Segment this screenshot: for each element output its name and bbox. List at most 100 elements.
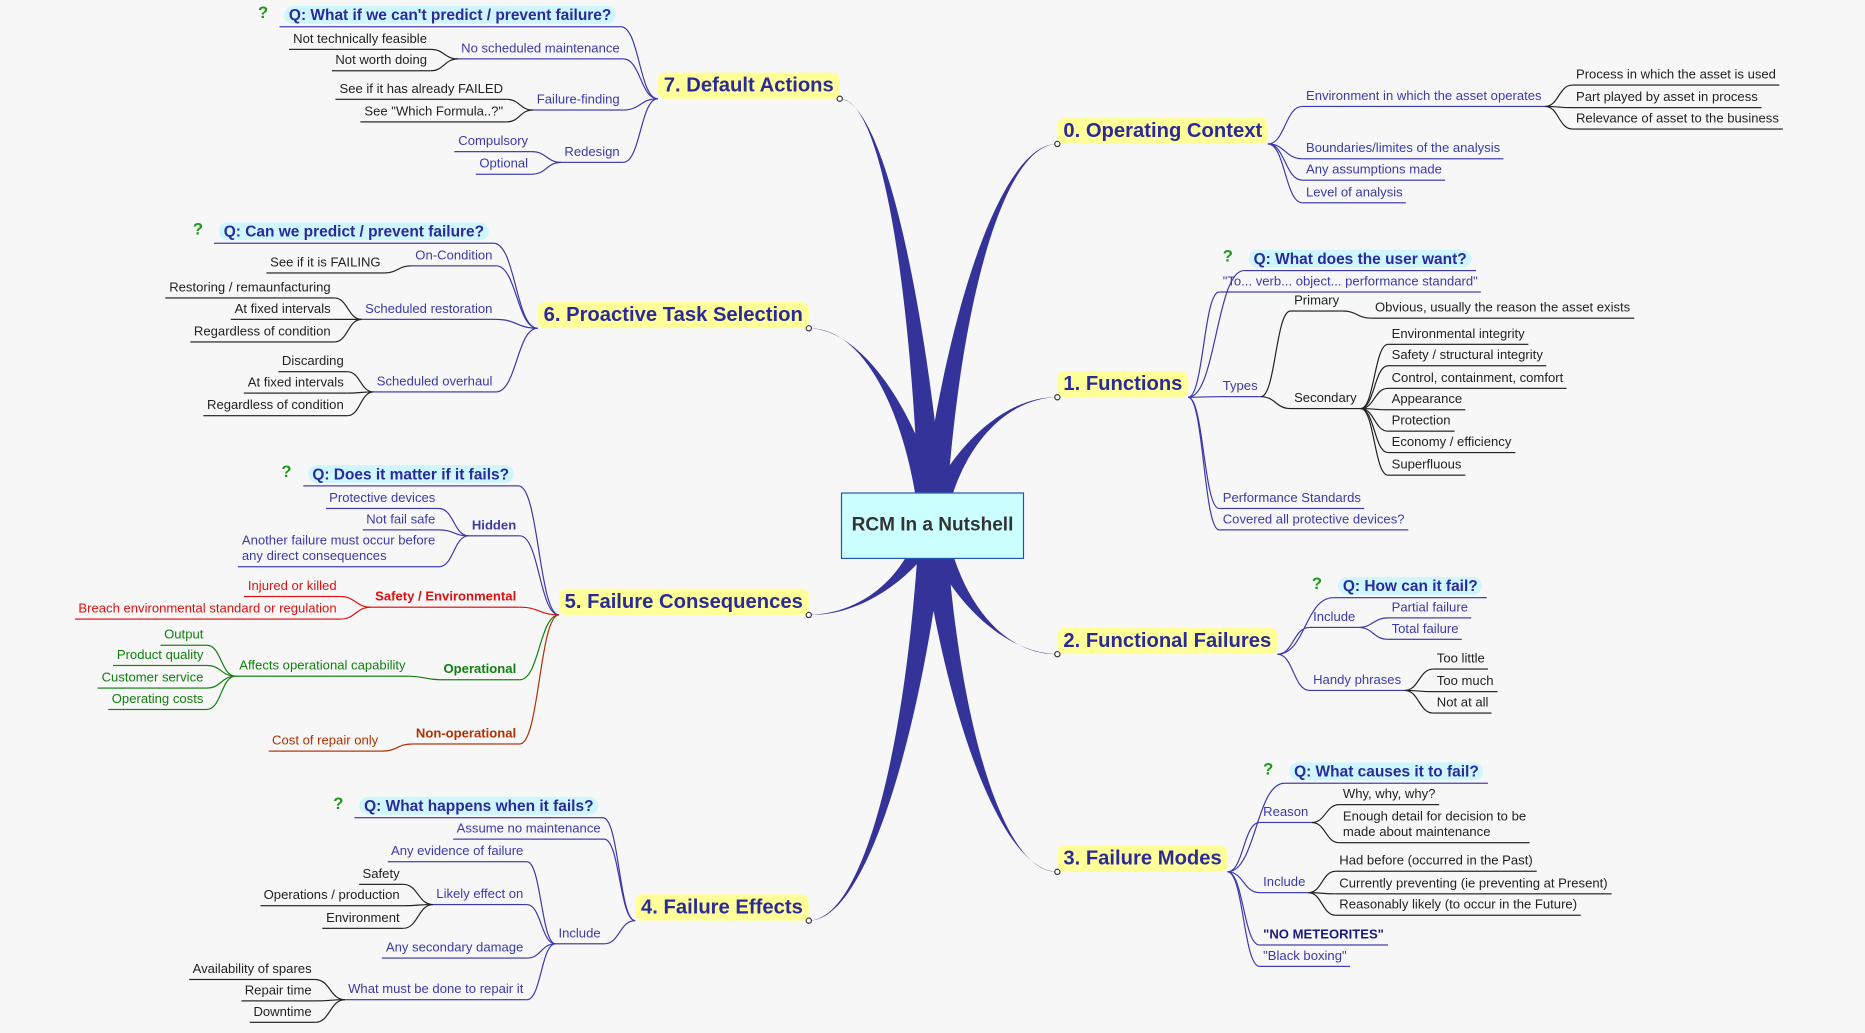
topic-fe-r3[interactable]: Downtime [249,1005,316,1023]
topic-fe-l1[interactable]: Safety [358,867,404,885]
question-pt-q[interactable]: ?Q: Can we predict / prevent failure? [193,219,494,244]
topic-oc-e2[interactable]: Part played by asset in process [1572,90,1762,109]
question-da-q[interactable]: ?Q: What if we can't predict / prevent f… [258,3,621,28]
topic-oc-env[interactable]: Environment in which the asset operates [1302,89,1546,108]
topic-fc-s[interactable]: Safety / Environmental [371,590,520,608]
question-fn-q[interactable]: ?Q: What does the user want? [1223,247,1477,272]
central-topic[interactable]: RCM In a Nutshell [840,492,1025,560]
topic-pt-r2[interactable]: At fixed intervals [231,302,335,320]
topic-fe-l2[interactable]: Operations / production [260,888,404,907]
topic-fm-w[interactable]: Why, why, why? [1339,787,1440,806]
topic-fc-n1[interactable]: Cost of repair only [268,734,382,752]
main-topic-pt[interactable]: 6. Proactive Task Selection [537,302,809,329]
topic-fm-r[interactable]: Reason [1259,805,1312,824]
main-topic-da[interactable]: 7. Default Actions [657,72,840,99]
topic-fm-1[interactable]: Had before (occurred in the Past) [1335,854,1537,872]
topic-fn-s0[interactable]: Environmental integrity [1388,327,1529,345]
topic-da-r1[interactable]: Compulsory [454,134,532,153]
topic-fc-s2[interactable]: Breach environmental standard or regulat… [74,602,341,620]
topic-pt-v3[interactable]: Regardless of condition [203,398,348,417]
topic-da-r2[interactable]: Optional [475,157,532,175]
connector-da_q [620,26,658,100]
topic-fc-n[interactable]: Non-operational [412,727,520,745]
topic-da-f1[interactable]: See if it has already FAILED [335,82,507,100]
topic-fn-s3[interactable]: Appearance [1388,393,1466,411]
topic-fn-s5[interactable]: Economy / efficiency [1388,435,1515,454]
topic-da-n2[interactable]: Not worth doing [331,54,431,72]
topic-fc-a[interactable]: Affects operational capability [235,659,410,677]
topic-fn-c[interactable]: Covered all protective devices? [1219,513,1409,531]
topic-fc-h[interactable]: Hidden [468,519,520,537]
topic-fe-i[interactable]: Include [554,927,605,945]
question-ff-q[interactable]: ?Q: How can it fail? [1312,574,1488,599]
topic-da-n[interactable]: No scheduled maintenance [457,42,624,60]
topic-fc-s1[interactable]: Injured or killed [244,579,341,598]
question-fm-q[interactable]: ?Q: What causes it to fail? [1263,759,1489,784]
main-topic-ff[interactable]: 2. Functional Failures [1057,628,1278,655]
main-topic-fn[interactable]: 1. Functions [1057,371,1189,398]
topic-fn-pf[interactable]: Performance Standards [1219,491,1365,510]
topic-fe-a[interactable]: Assume no maintenance [453,822,605,840]
topic-oc-b[interactable]: Boundaries/limites of the analysis [1302,142,1504,160]
topic-oc-a[interactable]: Any assumptions made [1302,163,1446,181]
topic-ff-3[interactable]: Not at all [1433,696,1493,714]
topic-oc-l[interactable]: Level of analysis [1302,186,1407,204]
main-topic-fm[interactable]: 3. Failure Modes [1057,845,1228,872]
topic-pt-r3[interactable]: Regardless of condition [190,325,335,343]
topic-pt-r1[interactable]: Restoring / remaunfacturing [165,281,335,299]
topic-ff-i[interactable]: Include [1309,610,1359,629]
topic-fe-r1[interactable]: Availability of spares [189,962,316,981]
main-topic-fc[interactable]: 5. Failure Consequences [558,588,809,615]
topic-fn-p[interactable]: Primary [1290,294,1343,312]
topic-fc-h2[interactable]: Not fail safe [362,513,439,531]
topic-fn-o[interactable]: Obvious, usually the reason the asset ex… [1371,301,1634,319]
topic-ff-h[interactable]: Handy phrases [1309,673,1405,692]
topic-fn-t[interactable]: Types [1219,379,1262,398]
topic-fc-h3[interactable]: Another failure must occur before any di… [238,534,439,568]
topic-da-n1[interactable]: Not technically feasible [289,32,431,50]
topic-fm-b[interactable]: "Black boxing" [1259,949,1351,967]
topic-da-f[interactable]: Failure-finding [533,93,624,111]
topic-fe-e[interactable]: Any evidence of failure [387,844,527,863]
topic-fc-a1[interactable]: Output [160,628,207,646]
topic-fn-s1[interactable]: Safety / structural integrity [1388,348,1547,367]
topic-fn-s4[interactable]: Protection [1388,414,1455,432]
topic-da-r[interactable]: Redesign [560,145,624,163]
topic-fc-o[interactable]: Operational [439,663,520,681]
topic-fc-a2[interactable]: Product quality [113,648,207,667]
topic-fc-a3[interactable]: Customer service [98,671,207,689]
topic-fn-s[interactable]: Secondary [1290,391,1361,410]
topic-fm-i[interactable]: Include [1259,875,1309,894]
topic-pt-v2[interactable]: At fixed intervals [244,376,348,394]
topic-pt-r[interactable]: Scheduled restoration [361,302,496,320]
topic-fc-h1[interactable]: Protective devices [325,491,439,510]
topic-fe-l[interactable]: Likely effect on [432,887,527,906]
topic-oc-e3[interactable]: Relevance of asset to the business [1572,112,1783,130]
topic-fm-2[interactable]: Currently preventing (ie preventing at P… [1335,877,1612,895]
topic-fe-s[interactable]: Any secondary damage [382,941,527,959]
topic-oc-e1[interactable]: Process in which the asset is used [1572,68,1780,86]
topic-ff-1[interactable]: Too little [1433,652,1489,670]
question-fe-q[interactable]: ?Q: What happens when it fails? [333,794,604,819]
topic-pt-v[interactable]: Scheduled overhaul [373,375,496,393]
topic-fn-s6[interactable]: Superfluous [1388,458,1466,476]
topic-fe-r[interactable]: What must be done to repair it [344,982,527,1001]
main-topic-oc[interactable]: 0. Operating Context [1057,117,1269,144]
topic-da-f2[interactable]: See "Which Formula..?" [360,105,507,123]
topic-pt-o1[interactable]: See if it is FAILING [266,256,385,274]
topic-pt-v1[interactable]: Discarding [278,354,348,373]
topic-pt-o[interactable]: On-Condition [411,249,496,267]
topic-fm-m[interactable]: "NO METEORITES" [1259,928,1388,946]
topic-fn-s2[interactable]: Control, containment, comfort [1388,371,1567,389]
main-topic-fe[interactable]: 4. Failure Effects [635,894,809,921]
topic-fc-a4[interactable]: Operating costs [108,692,207,711]
topic-fm-d[interactable]: Enough detail for decision to be made ab… [1339,810,1530,844]
topic-fe-r2[interactable]: Repair time [241,984,316,1002]
topic-fn-v[interactable]: "To... verb... object... performance sta… [1219,275,1482,293]
topic-ff-p[interactable]: Partial failure [1388,601,1472,619]
topic-ff-t[interactable]: Total failure [1388,622,1463,640]
topic-ff-2[interactable]: Too much [1433,674,1498,693]
topic-fe-l3[interactable]: Environment [322,911,404,929]
question-fc-q[interactable]: ?Q: Does it matter if it fails? [281,462,519,487]
topic-fm-3[interactable]: Reasonably likely (to occur in the Futur… [1335,898,1581,916]
